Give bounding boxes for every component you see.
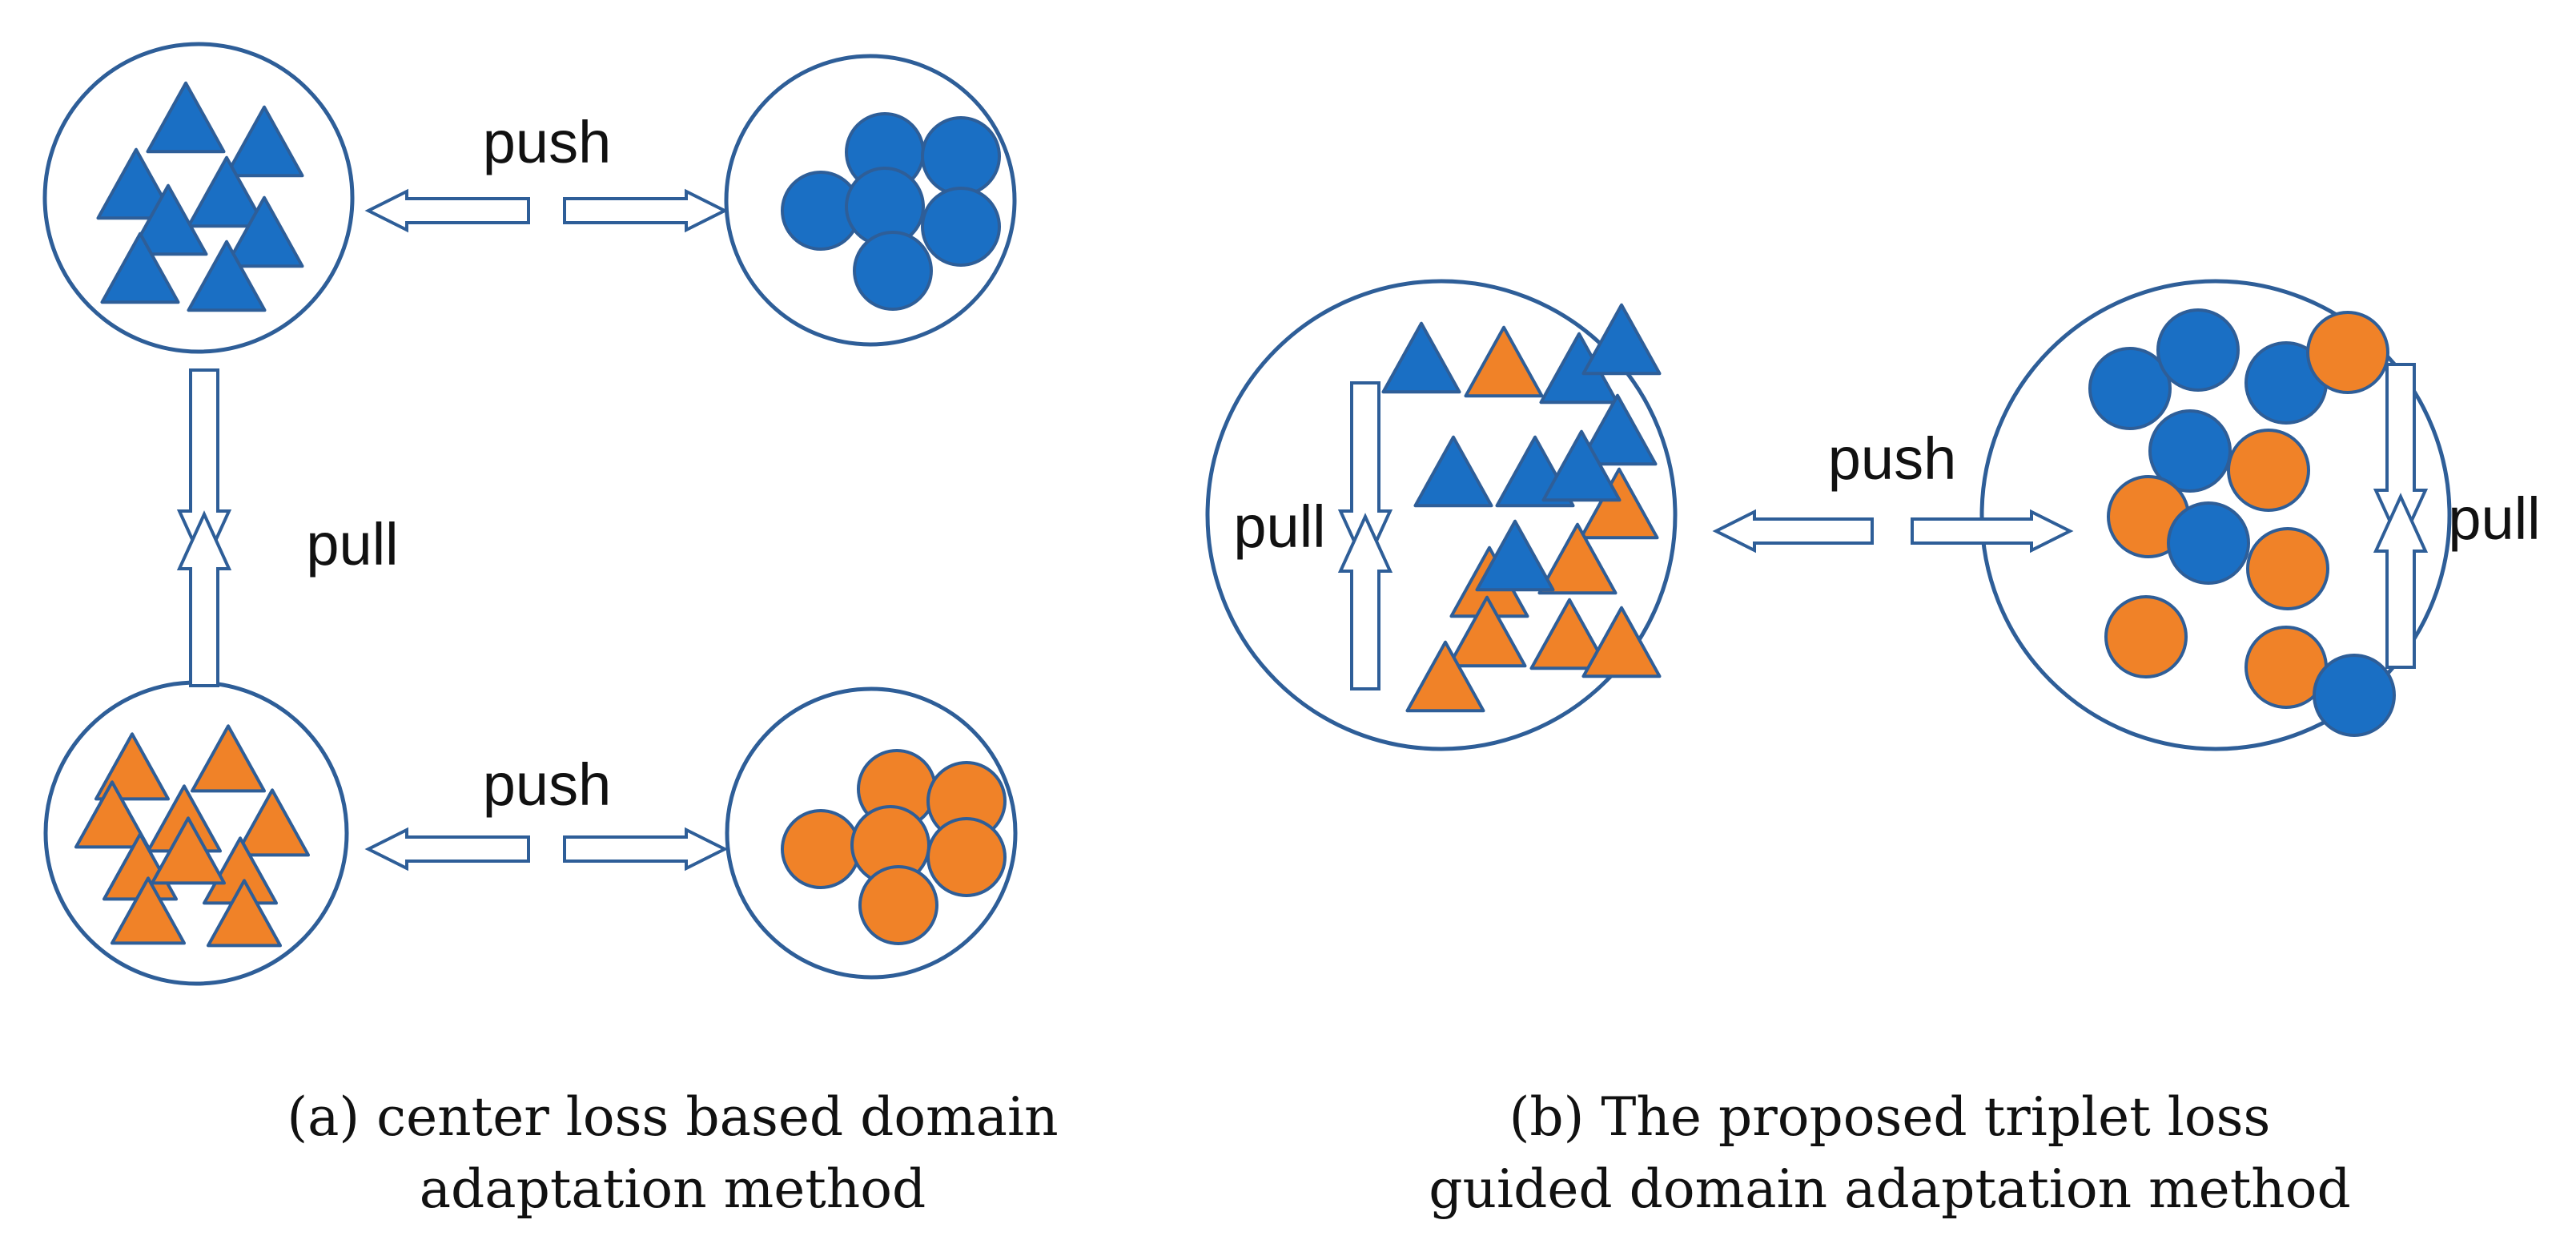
push-arrow-right — [563, 827, 729, 872]
blue-triangle — [1541, 429, 1622, 502]
orange-triangle — [74, 780, 150, 849]
push-arrow-right — [1911, 509, 2074, 554]
pull-label-b-right: pull — [2448, 485, 2540, 552]
pull-arrow-up — [2373, 493, 2429, 669]
pull-arrow-up — [1337, 513, 1393, 690]
push-label-a-top: push — [483, 109, 611, 175]
orange-triangle — [1405, 640, 1485, 713]
blue-triangle — [224, 195, 304, 268]
orange-dot — [2227, 429, 2310, 512]
caption-b-line1: (b) The proposed triplet loss — [1509, 1086, 2271, 1148]
push-arrow-right — [563, 188, 729, 233]
blue-dot — [2167, 501, 2250, 585]
blue-triangle — [128, 183, 208, 256]
push-label-b: push — [1828, 425, 1956, 492]
blue-dot — [2313, 654, 2396, 737]
pull-arrow-down — [2373, 363, 2429, 549]
orange-triangle — [207, 879, 282, 948]
blue-dot — [2148, 409, 2232, 493]
orange-triangle — [111, 876, 186, 945]
orange-triangle — [235, 788, 310, 857]
caption-b: (b) The proposed triplet loss guided dom… — [1289, 1081, 2490, 1226]
blue-triangle — [187, 240, 267, 312]
blue-triangle — [1475, 519, 1555, 592]
orange-triangle — [1447, 595, 1527, 668]
blue-triangle — [187, 155, 267, 228]
pull-arrow-down — [1337, 381, 1393, 570]
orange-triangle — [1529, 598, 1609, 670]
orange-triangle — [1537, 522, 1618, 595]
blue-triangle — [146, 81, 226, 154]
caption-a-line2: adaptation method — [419, 1158, 926, 1220]
blue-triangle — [100, 231, 180, 304]
blue-triangle — [1381, 321, 1461, 394]
blue-dot — [2156, 308, 2240, 392]
orange-triangle — [191, 724, 266, 793]
blue-triangle — [96, 147, 176, 220]
orange-triangle — [1579, 467, 1659, 540]
blue-triangle — [1581, 303, 1662, 376]
blue-triangle — [224, 105, 304, 178]
orange-triangle — [1581, 606, 1662, 678]
caption-a-line1: (a) center loss based domain — [287, 1086, 1059, 1148]
blue-triangle — [1577, 393, 1658, 466]
orange-dot — [926, 817, 1007, 897]
pull-label-b-left: pull — [1233, 493, 1325, 560]
blue-dot — [921, 116, 1001, 196]
pull-label-a: pull — [306, 511, 398, 578]
orange-dot — [2104, 595, 2188, 678]
diagram-shapes — [42, 42, 2452, 986]
push-arrow-left — [1712, 509, 1874, 554]
diagram-labels: push pull push push pull pull — [306, 109, 2540, 818]
blue-dot — [2088, 347, 2172, 430]
push-arrow-left — [364, 188, 530, 233]
blue-dot — [921, 187, 1001, 267]
caption-a: (a) center loss based domain adaptation … — [72, 1081, 1273, 1226]
orange-dot — [781, 809, 861, 889]
caption-b-line2: guided domain adaptation method — [1429, 1158, 2351, 1220]
orange-dot — [2306, 311, 2389, 394]
orange-dot — [858, 865, 938, 945]
push-label-a-bottom: push — [483, 751, 611, 818]
blue-dot — [853, 231, 933, 311]
orange-triangle — [1464, 325, 1544, 398]
orange-dot — [2246, 527, 2329, 610]
blue-triangle — [1413, 435, 1493, 508]
pull-arrow-up — [176, 510, 232, 687]
orange-triangle — [151, 816, 226, 885]
push-arrow-left — [364, 827, 530, 872]
